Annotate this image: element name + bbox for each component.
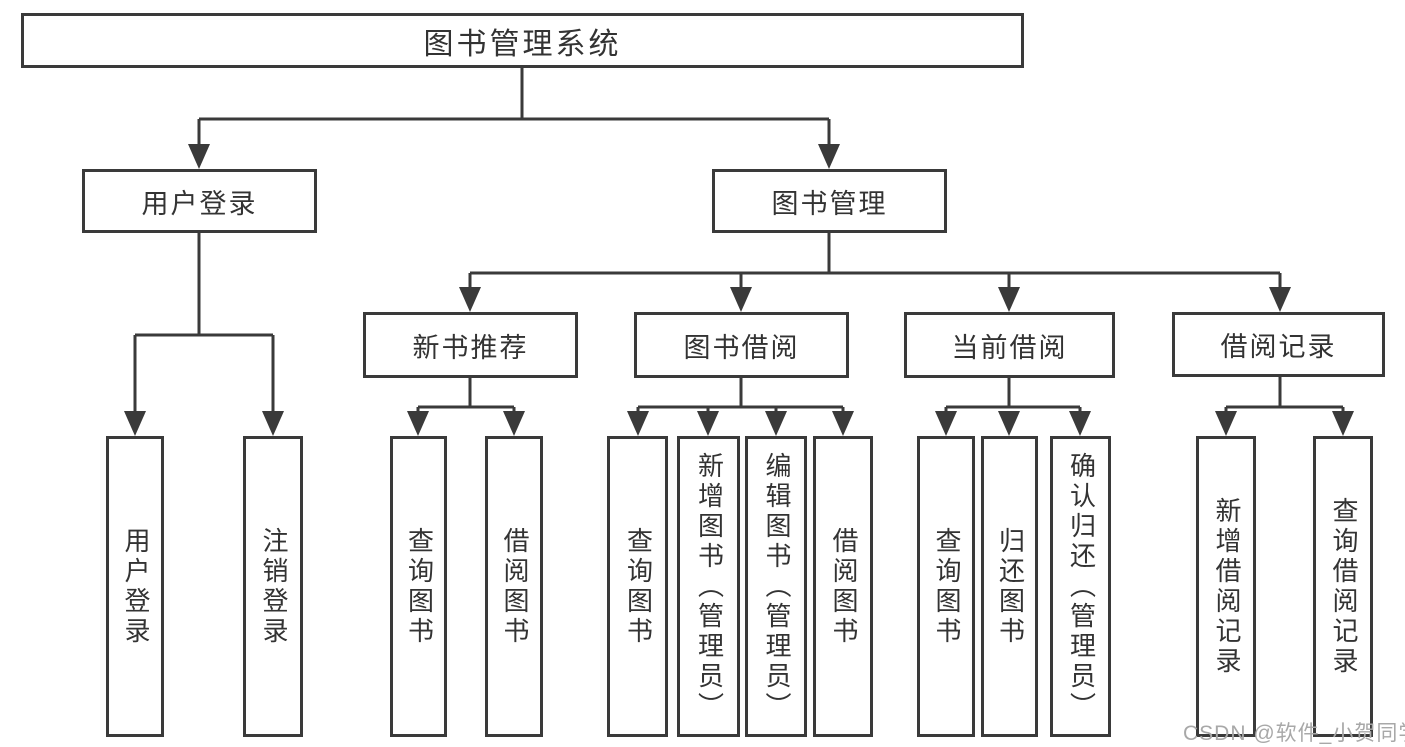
leaf-edit-books-admin: 编辑图书（管理员）: [745, 436, 807, 737]
node-current-borrowing: 当前借阅: [904, 312, 1115, 378]
leaf-current-query-books-label: 查询图书: [931, 526, 962, 647]
leaf-user-login-label: 用户登录: [120, 526, 151, 647]
leaf-query-borrow-record-label: 查询借阅记录: [1328, 496, 1359, 677]
leaf-add-borrow-record: 新增借阅记录: [1196, 436, 1256, 737]
leaf-confirm-return-admin: 确认归还（管理员）: [1050, 436, 1111, 737]
connector-lines: [133, 68, 1345, 412]
leaf-borrowing-query-books-label: 查询图书: [623, 526, 654, 647]
leaf-query-borrow-record: 查询借阅记录: [1313, 436, 1373, 737]
node-borrowing-records-label: 借阅记录: [1220, 332, 1337, 362]
leaf-recommend-query-books: 查询图书: [390, 436, 447, 737]
leaf-borrowing-borrow-books: 借阅图书: [813, 436, 873, 737]
node-book-borrowing: 图书借阅: [634, 312, 849, 378]
leaf-confirm-return-admin-label: 确认归还（管理员）: [1066, 451, 1097, 722]
leaf-logout-label: 注销登录: [258, 526, 289, 647]
leaf-add-books-admin: 新增图书（管理员）: [677, 436, 740, 737]
leaf-recommend-query-books-label: 查询图书: [404, 526, 435, 647]
leaf-add-borrow-record-label: 新增借阅记录: [1211, 496, 1242, 677]
node-current-borrowing-label: 当前借阅: [951, 332, 1068, 363]
leaf-recommend-borrow-books: 借阅图书: [485, 436, 543, 737]
leaf-add-books-admin-label: 新增图书（管理员）: [694, 451, 725, 722]
leaf-borrowing-query-books: 查询图书: [607, 436, 668, 737]
node-library-system: 图书管理系统: [21, 13, 1024, 68]
leaf-user-login: 用户登录: [106, 436, 164, 737]
node-user-login-label: 用户登录: [141, 188, 258, 219]
leaf-logout: 注销登录: [243, 436, 303, 737]
leaf-return-books-label: 归还图书: [995, 526, 1026, 647]
leaf-recommend-borrow-books-label: 借阅图书: [499, 526, 530, 647]
csdn-watermark: CSDN @软件_小贺同学: [1183, 722, 1405, 745]
node-user-login: 用户登录: [82, 169, 317, 233]
node-new-book-recommend: 新书推荐: [363, 312, 578, 378]
node-book-borrowing-label: 图书借阅: [683, 332, 800, 363]
connector-arrowheads: [124, 144, 1354, 436]
node-borrowing-records: 借阅记录: [1172, 312, 1385, 377]
leaf-borrowing-borrow-books-label: 借阅图书: [828, 526, 859, 647]
node-library-system-label: 图书管理系统: [423, 27, 622, 61]
leaf-return-books: 归还图书: [981, 436, 1038, 737]
leaf-edit-books-admin-label: 编辑图书（管理员）: [761, 451, 792, 722]
node-book-management: 图书管理: [712, 169, 947, 233]
node-book-management-label: 图书管理: [771, 188, 888, 219]
leaf-current-query-books: 查询图书: [917, 436, 975, 737]
node-new-book-recommend-label: 新书推荐: [412, 332, 529, 363]
